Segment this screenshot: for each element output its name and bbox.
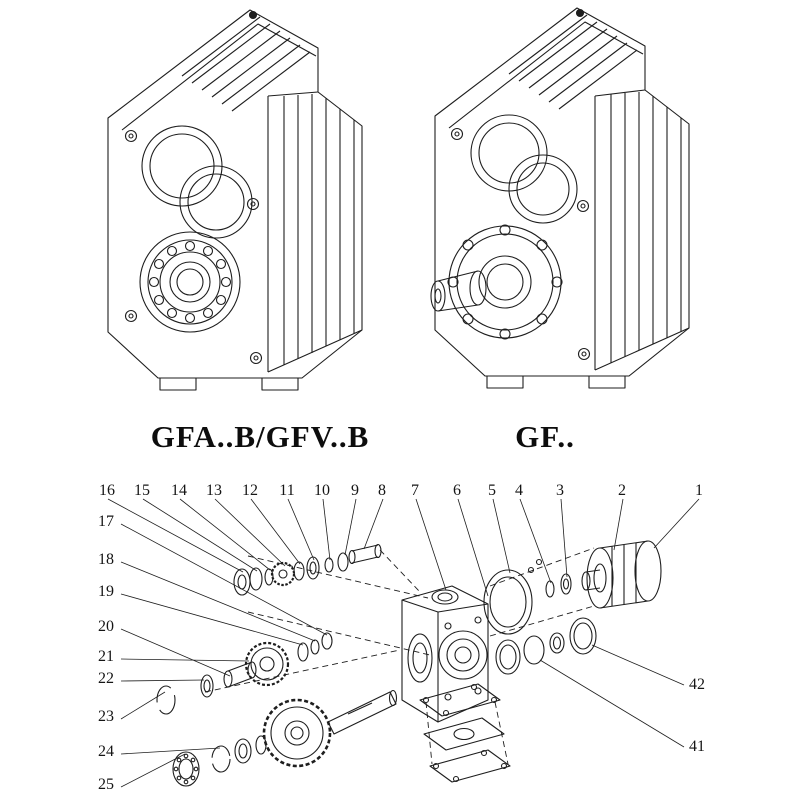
callout-22: 22 (98, 670, 114, 687)
intermediate-shaft-parts (156, 632, 333, 715)
model-label-gfab-gfvb: GFA..B/GFV..B (150, 419, 370, 454)
model-label-gf: GF.. (515, 419, 575, 454)
mounting-feet (486, 376, 626, 389)
bolt-holes (450, 127, 591, 361)
callout-7: 7 (411, 482, 419, 499)
mounting-feet (159, 378, 299, 391)
gear-inspection-bores (141, 125, 253, 239)
callout-16: 16 (99, 482, 115, 499)
callout-8: 8 (378, 482, 386, 499)
callout-42: 42 (689, 676, 705, 693)
retaining-rings (495, 617, 597, 675)
leader-lines (107, 498, 700, 788)
gearbox-drawing-flange-mounted (430, 7, 690, 389)
callout-21: 21 (98, 648, 114, 665)
callout-15: 15 (134, 482, 150, 499)
callout-13: 13 (206, 482, 222, 499)
hollow-shaft-bearing-boss (139, 231, 241, 333)
callout-4: 4 (515, 482, 523, 499)
callout-11: 11 (279, 482, 295, 499)
callout-12: 12 (242, 482, 258, 499)
exploded-parts-drawing (107, 498, 700, 788)
output-shaft-parts (172, 689, 398, 787)
oil-plug (575, 8, 585, 18)
output-flange (447, 224, 563, 340)
gear-housing (401, 585, 489, 723)
callout-5: 5 (488, 482, 496, 499)
callout-17: 17 (98, 513, 114, 530)
side-ribs (610, 92, 682, 363)
top-rib-hatching (508, 14, 638, 110)
callout-14: 14 (171, 482, 187, 499)
side-ribs (283, 94, 355, 365)
gear-inspection-bores (470, 114, 578, 224)
cover-plates (419, 683, 511, 783)
callout-25: 25 (98, 776, 114, 793)
callout-6: 6 (453, 482, 461, 499)
callout-20: 20 (98, 618, 114, 635)
input-shaft-parts (233, 543, 382, 596)
callout-1: 1 (695, 482, 703, 499)
adapter-gasket (483, 558, 572, 635)
gearbox-drawing-foot-mounted (107, 9, 363, 391)
callout-18: 18 (98, 551, 114, 568)
callout-23: 23 (98, 708, 114, 725)
top-rib-hatching (181, 16, 311, 112)
callout-24: 24 (98, 743, 114, 760)
bolt-holes (124, 129, 263, 365)
callout-41: 41 (689, 738, 705, 755)
callout-2: 2 (618, 482, 626, 499)
callout-9: 9 (351, 482, 359, 499)
motor-adapter (581, 540, 662, 609)
callout-3: 3 (556, 482, 564, 499)
callout-19: 19 (98, 583, 114, 600)
oil-plug (248, 10, 258, 20)
output-shaft (430, 270, 487, 312)
callout-10: 10 (314, 482, 330, 499)
